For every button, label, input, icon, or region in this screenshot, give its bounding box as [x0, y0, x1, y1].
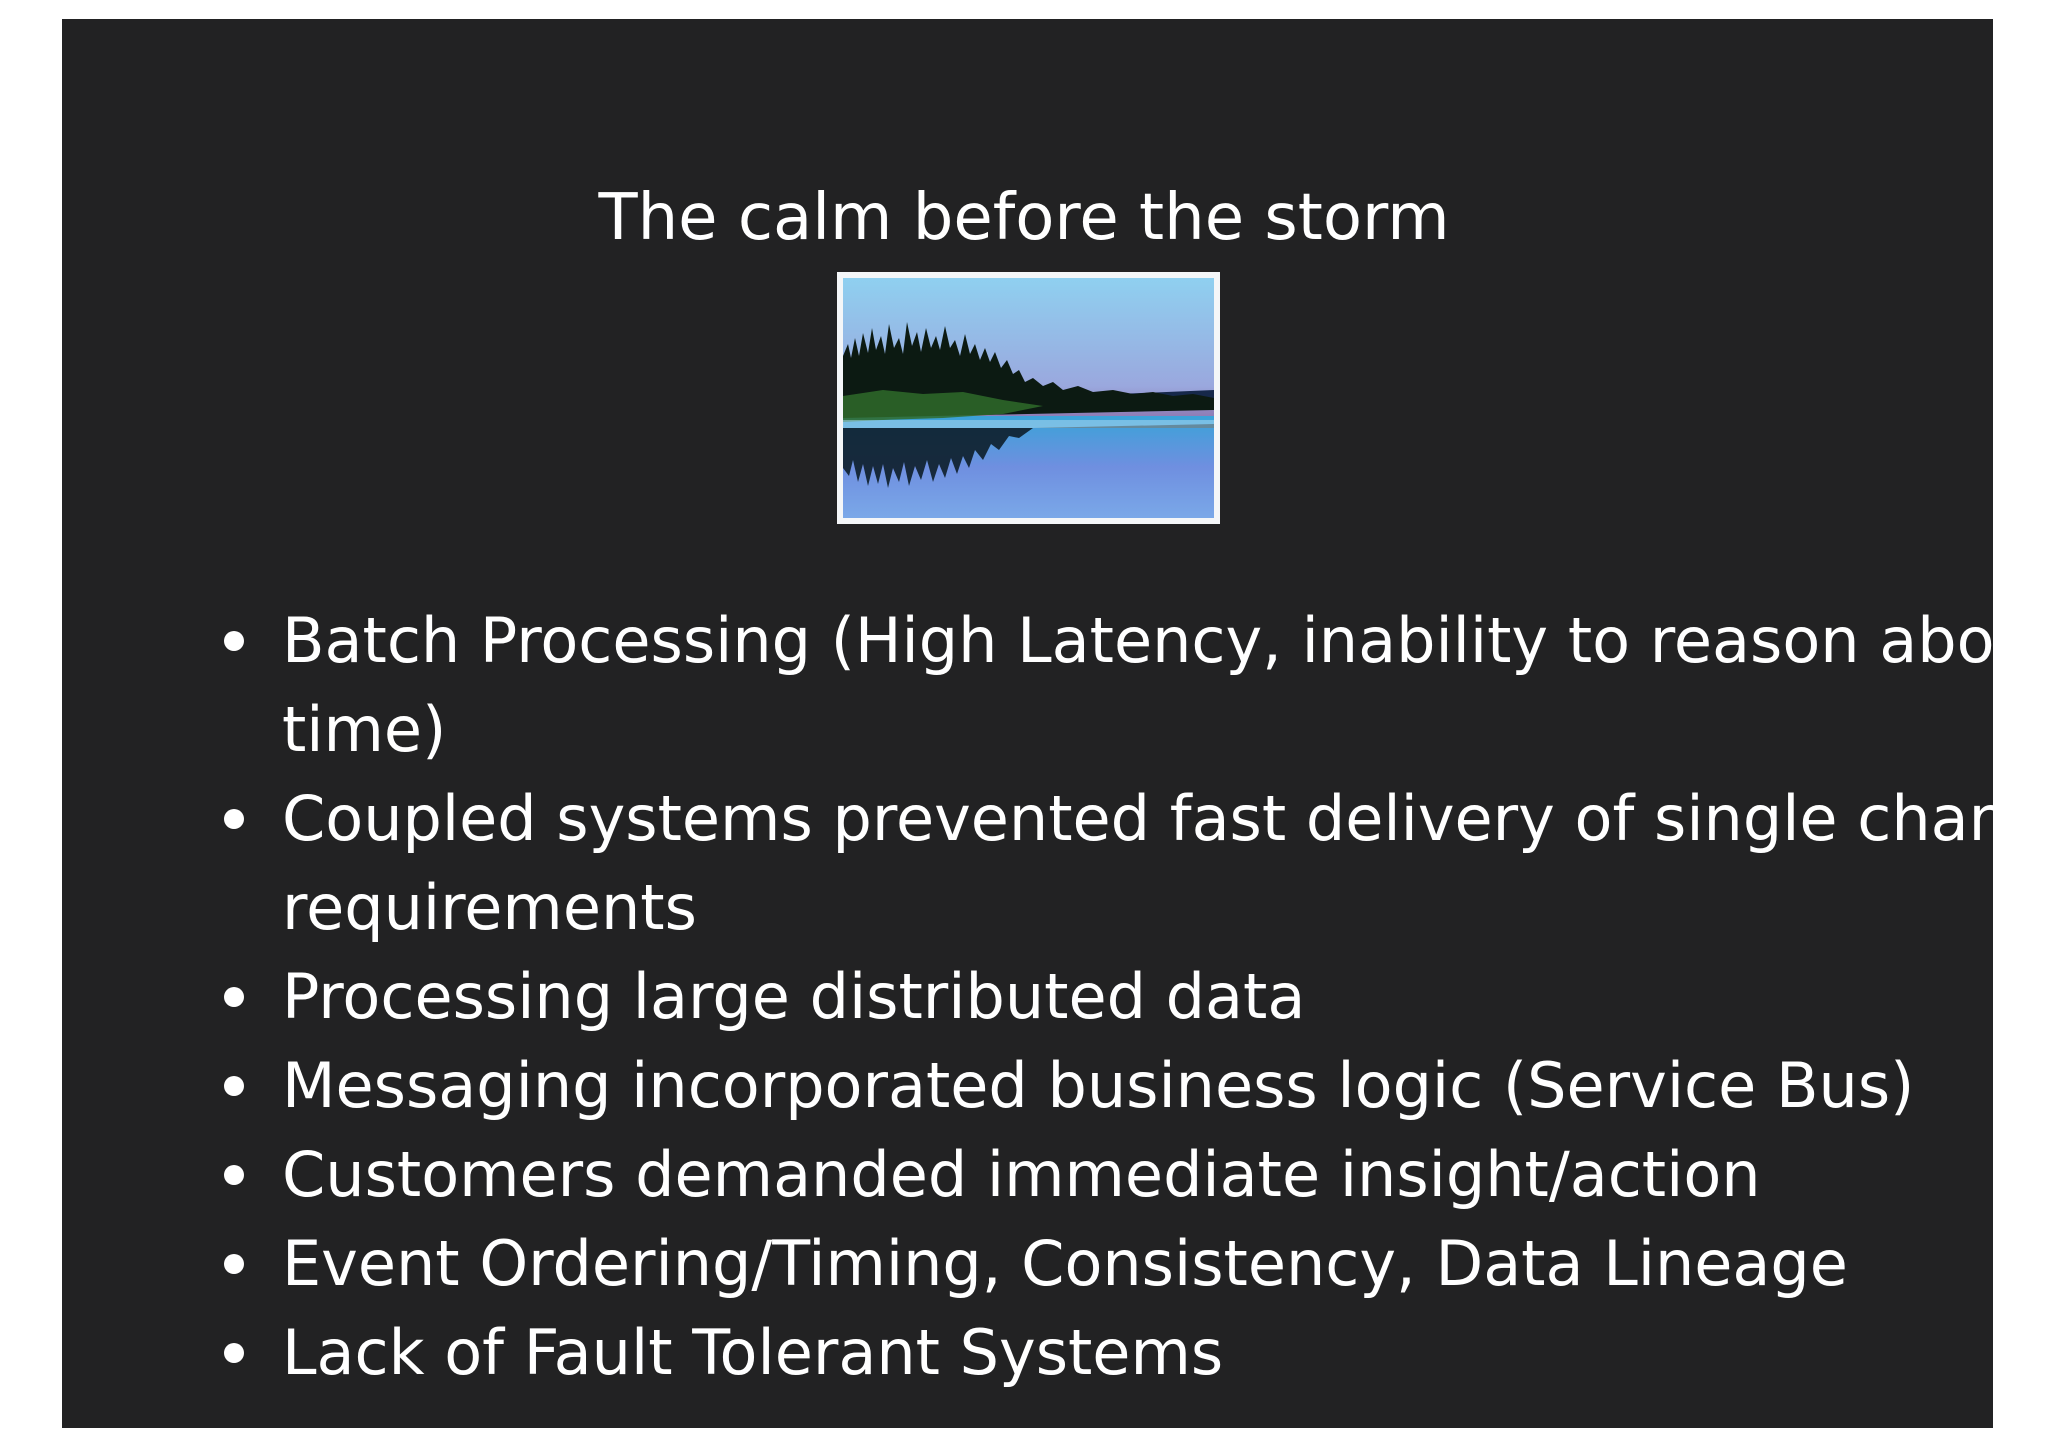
bullet-item: Coupled systems prevented fast delivery … — [160, 774, 2048, 952]
bullet-text: Messaging incorporated business logic (S… — [282, 1049, 1915, 1122]
slide: The calm before the storm — [62, 19, 2048, 1428]
bullet-item: Processing large distributed data — [160, 952, 1960, 1041]
bullet-dot-icon — [224, 1076, 244, 1096]
bullet-text: Processing large distributed data — [282, 960, 1306, 1033]
bullet-item: Customers demanded immediate insight/act… — [160, 1130, 1960, 1219]
bullet-item: Lack of Fault Tolerant Systems — [160, 1308, 1960, 1397]
bullet-item: Event Ordering/Timing, Consistency, Data… — [160, 1219, 1960, 1308]
bullet-list: Batch Processing (High Latency, inabilit… — [160, 596, 2048, 1397]
bullet-text-line1: Batch Processing (High Latency, inabilit… — [282, 604, 2048, 677]
bullet-dot-icon — [224, 809, 244, 829]
bullet-text-line2: time) — [282, 693, 447, 766]
bullet-text: Customers demanded immediate insight/act… — [282, 1138, 1761, 1211]
bullet-dot-icon — [224, 987, 244, 1007]
bullet-item: Messaging incorporated business logic (S… — [160, 1041, 1960, 1130]
landscape-image — [843, 278, 1214, 518]
bullet-text-line1: Coupled systems prevented fast delivery … — [282, 782, 2048, 855]
bullet-dot-icon — [224, 631, 244, 651]
bullet-item: Batch Processing (High Latency, inabilit… — [160, 596, 2048, 774]
lake-forest-photo — [837, 272, 1220, 524]
bullet-text: Event Ordering/Timing, Consistency, Data… — [282, 1227, 1848, 1300]
bullet-text: Lack of Fault Tolerant Systems — [282, 1316, 1224, 1389]
bullet-dot-icon — [224, 1165, 244, 1185]
bullet-text-line2: requirements — [282, 871, 697, 944]
bullet-dot-icon — [224, 1343, 244, 1363]
bullet-dot-icon — [224, 1254, 244, 1274]
slide-title: The calm before the storm — [598, 181, 1450, 255]
